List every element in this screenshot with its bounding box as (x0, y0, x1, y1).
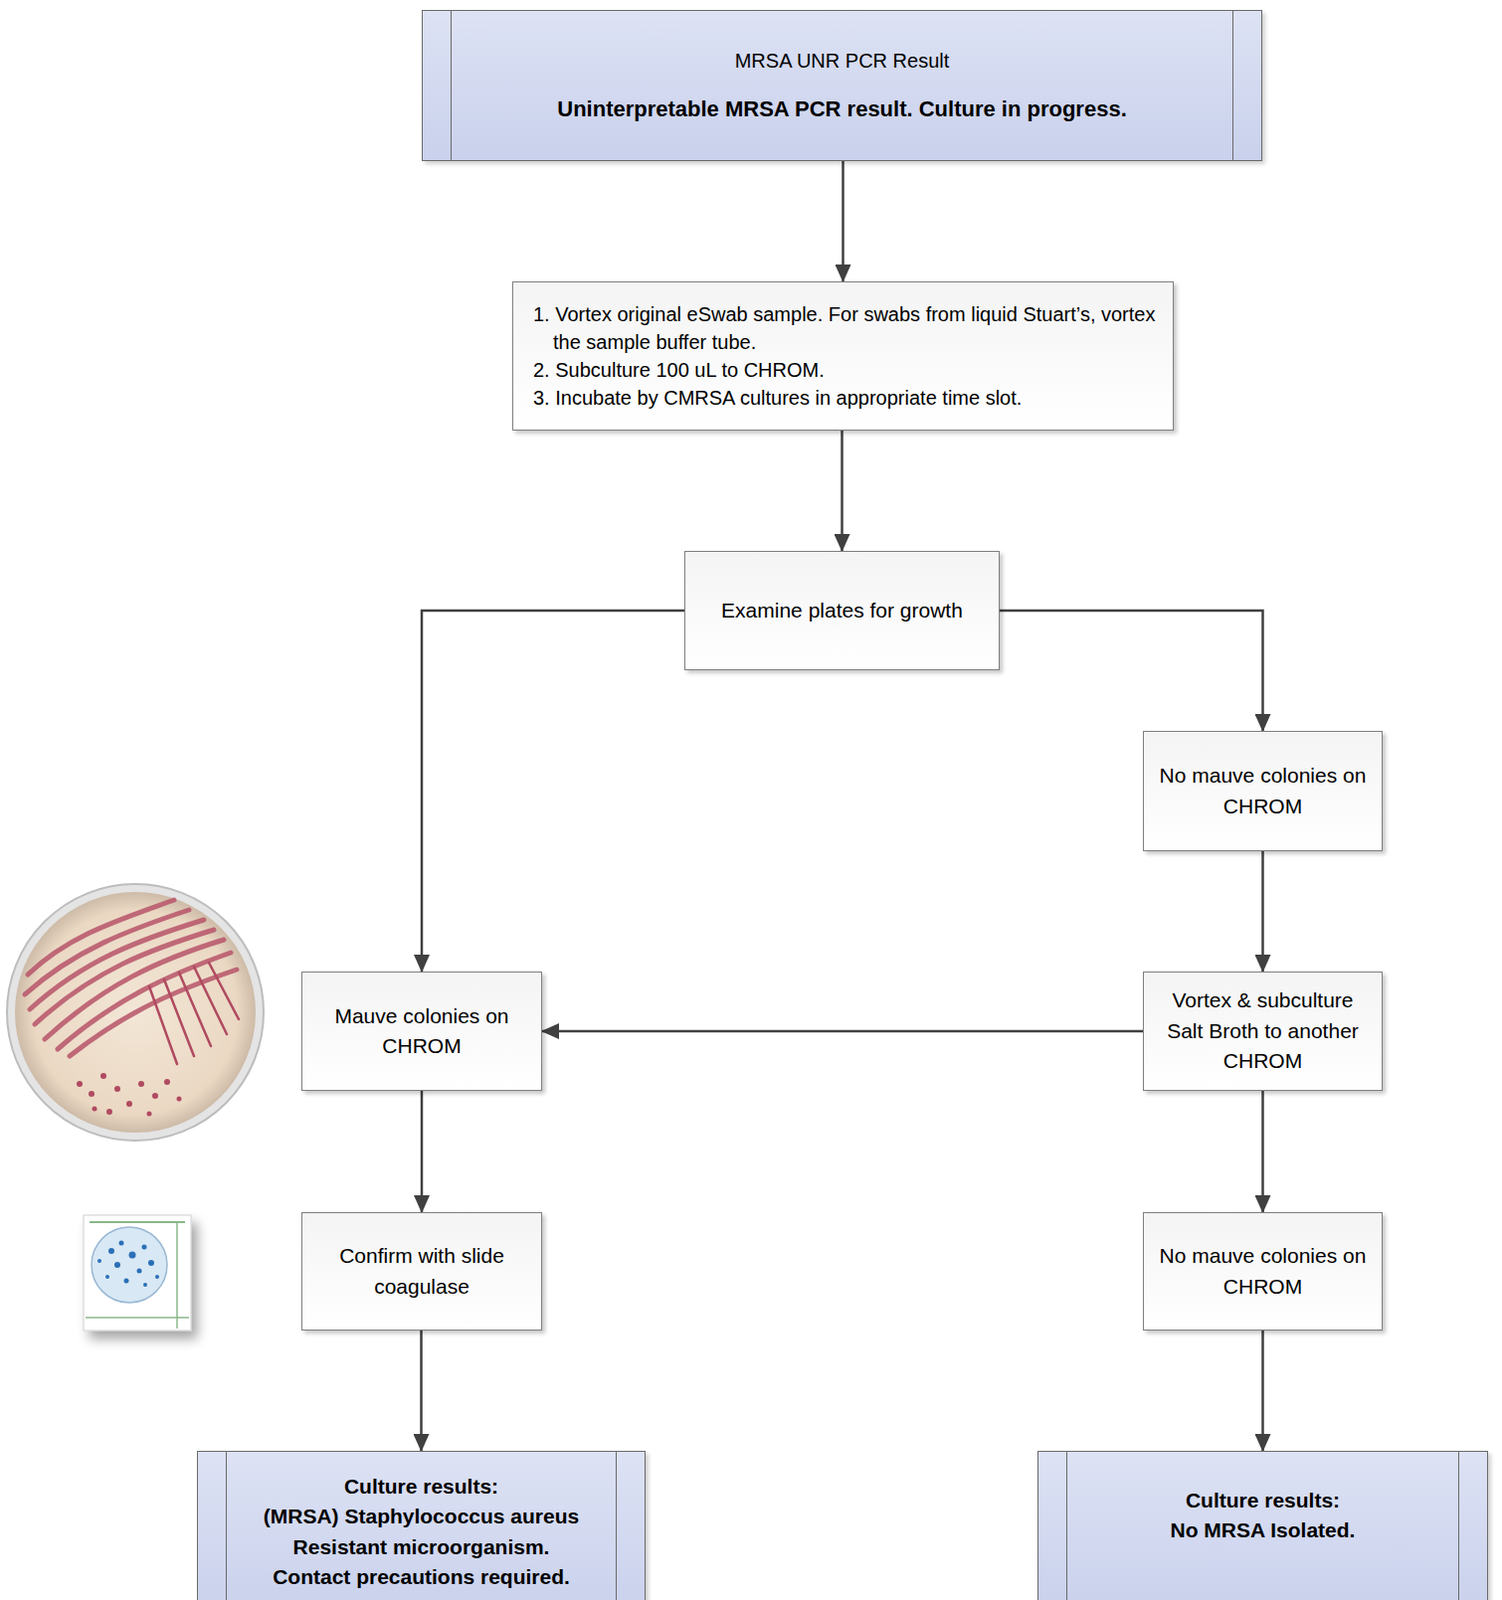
node-text: Examine plates for growth (721, 595, 963, 626)
node-text: Mauve colonies on CHROM (316, 1001, 528, 1063)
flow-arrow (1261, 1091, 1265, 1213)
process-box: No mauve colonies on CHROM (1142, 731, 1383, 852)
flow-arrow (999, 610, 1264, 732)
node-text: (MRSA) Staphylococcus aureus (263, 1502, 579, 1532)
flow-arrow (841, 161, 845, 282)
node-text: No mauve colonies on CHROM (1157, 1241, 1368, 1303)
node-text: Vortex & subculture Salt Broth to anothe… (1157, 985, 1368, 1077)
flow-arrow (1261, 851, 1265, 972)
band-side-bar (1232, 10, 1234, 161)
flow-arrow (421, 610, 685, 972)
band-side-bar (615, 1452, 617, 1600)
node-text: 2. Subculture 100 uL to CHROM. (527, 356, 1159, 384)
node-text: Culture results: (1185, 1486, 1340, 1516)
process-box: No mauve colonies on CHROM (1142, 1212, 1383, 1331)
flow-arrow (840, 430, 844, 552)
node-text: MRSA UNR PCR Result (735, 46, 950, 76)
process-box: Confirm with slide coagulase (301, 1212, 543, 1331)
node-text: 1. Vortex original eSwab sample. For swa… (527, 300, 1159, 357)
flow-arrow (420, 1091, 424, 1213)
flow-arrow (1261, 1330, 1265, 1452)
process-box: 1. Vortex original eSwab sample. For swa… (512, 281, 1174, 431)
node-text: No mauve colonies on CHROM (1157, 760, 1368, 822)
process-box: Mauve colonies on CHROM (301, 971, 543, 1092)
node-text: Uninterpretable MRSA PCR result. Culture… (557, 93, 1127, 126)
coagulase-slide (83, 1215, 191, 1331)
terminal-band: Culture results:(MRSA) Staphylococcus au… (196, 1451, 646, 1600)
node-text: Resistant microorganism. (293, 1532, 551, 1563)
flow-arrow (419, 1330, 423, 1452)
band-side-bar (225, 1452, 227, 1600)
node-text: 3. Incubate by CMRSA cultures in appropr… (527, 383, 1159, 412)
process-box: Vortex & subculture Salt Broth to anothe… (1142, 971, 1383, 1092)
terminal-band: MRSA UNR PCR ResultUninterpretable MRSA … (421, 9, 1263, 162)
node-text: Culture results: (344, 1472, 499, 1502)
node-text: Confirm with slide coagulase (316, 1241, 528, 1303)
band-side-bar (450, 10, 452, 161)
band-side-bar (1458, 1452, 1460, 1600)
node-text: Contact precautions required. (272, 1562, 570, 1593)
node-text: No MRSA Isolated. (1170, 1515, 1356, 1546)
terminal-band: Culture results:No MRSA Isolated. (1037, 1451, 1489, 1600)
process-box: Examine plates for growth (684, 551, 1000, 671)
band-side-bar (1066, 1452, 1068, 1600)
petri-dish (6, 884, 264, 1141)
flow-arrow (542, 1030, 1143, 1034)
